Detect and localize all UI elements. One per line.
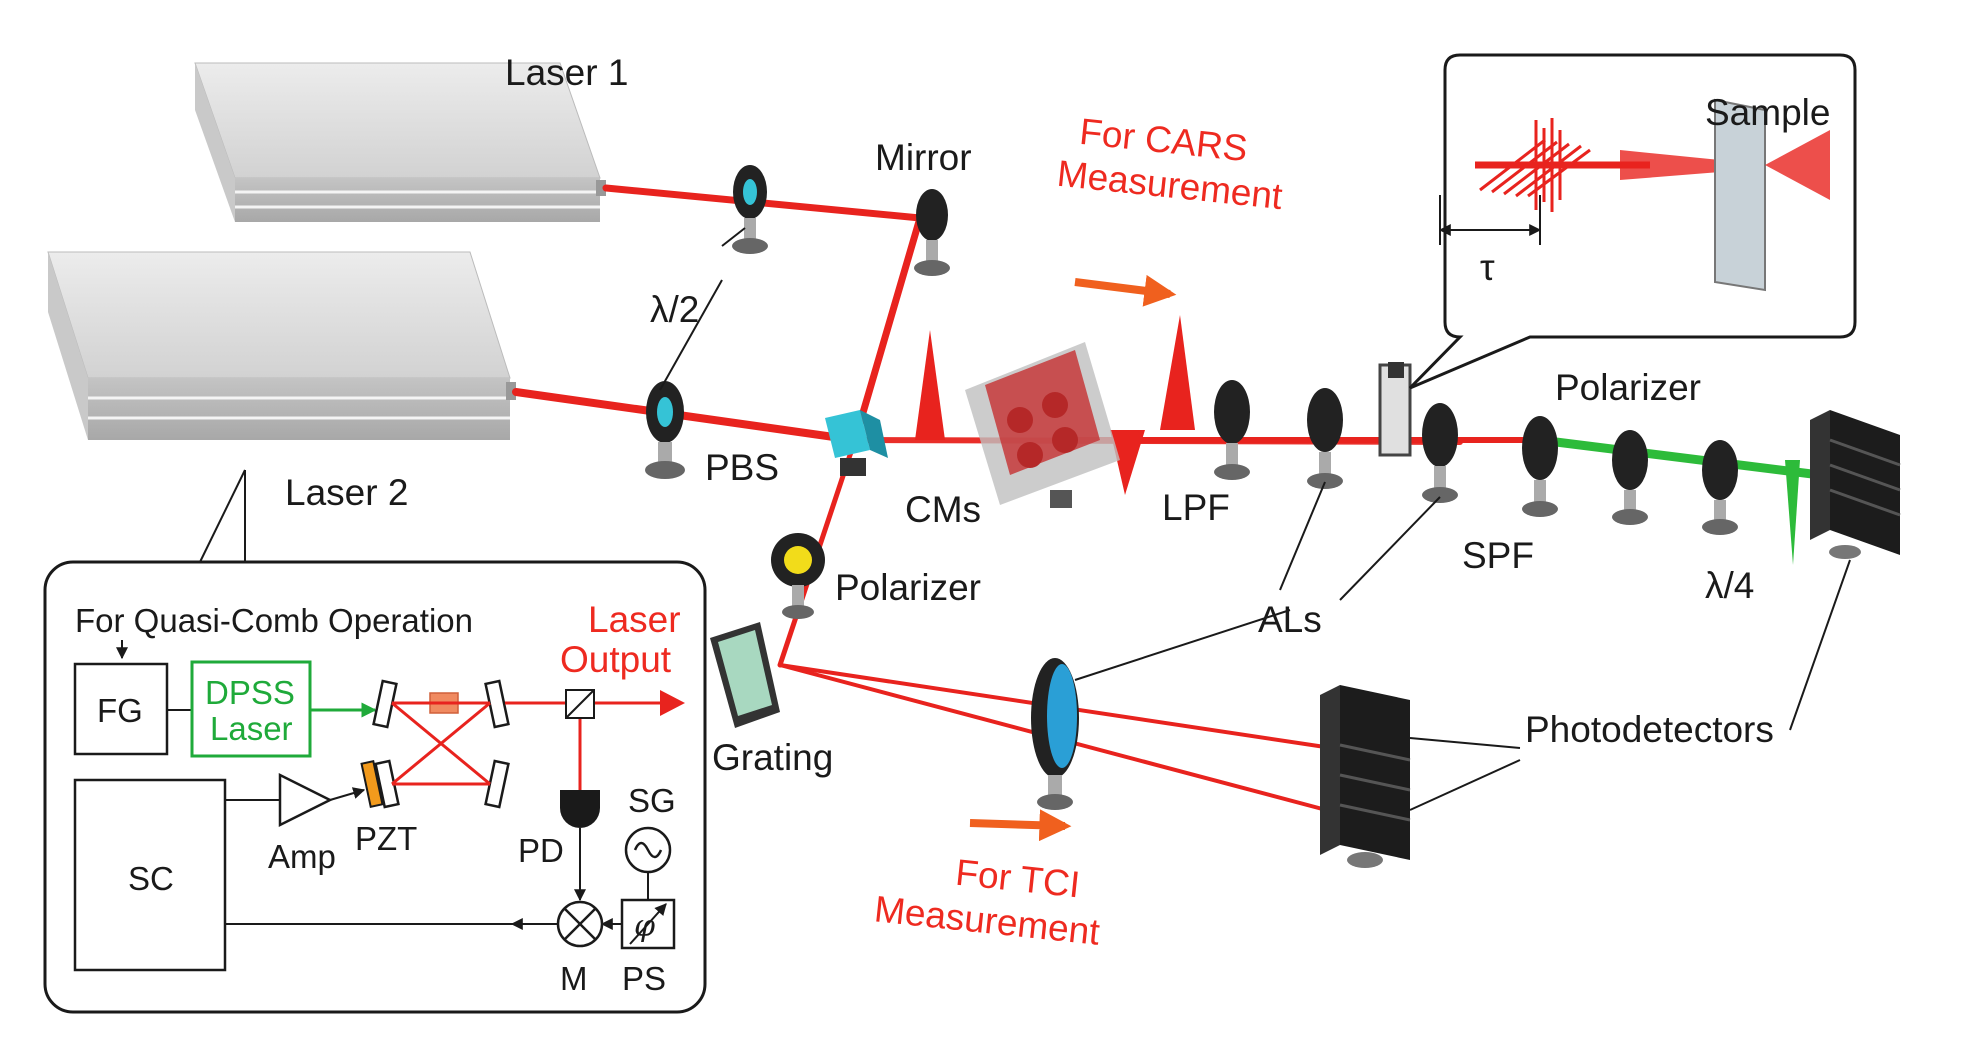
photodetectors-label: Photodetectors: [1525, 709, 1774, 750]
polarizer-mid-label: Polarizer: [835, 567, 981, 608]
pbs-cube: [825, 410, 888, 476]
ps-label: PS: [622, 960, 666, 997]
pzt-label: PZT: [355, 820, 417, 857]
laser-1-label: Laser 1: [505, 52, 628, 93]
output-label-line2: Output: [560, 639, 672, 680]
cars-direction-arrow: [1074, 274, 1177, 307]
spf-label: SPF: [1462, 535, 1534, 576]
sc-label: SC: [128, 860, 174, 897]
mount-polarizer-mid: [771, 533, 825, 619]
sg-label: SG: [628, 782, 676, 819]
polarizer-top-label: Polarizer: [1555, 367, 1701, 408]
quasi-comb-inset: For Quasi-Comb Operation FG DPSS Laser: [43, 560, 707, 1014]
dpss-label-line2: Laser: [210, 710, 293, 747]
mount-half-wave-2: [645, 381, 685, 479]
callout-lines: [199, 227, 1851, 811]
sample-label: Sample: [1705, 92, 1830, 133]
mount-mirror: [914, 189, 950, 276]
pbs-label: PBS: [705, 447, 779, 488]
als-label: ALs: [1258, 599, 1322, 640]
half-wave-label: λ/2: [650, 289, 699, 330]
amp-label: Amp: [268, 838, 336, 875]
pd-detector: [560, 790, 600, 828]
pd-label: PD: [518, 832, 564, 869]
tau-label: τ: [1480, 247, 1495, 288]
pzt-element: [360, 760, 384, 808]
green-signal-beam: [1539, 435, 1861, 485]
green-pulse-marker: [1785, 460, 1800, 565]
pulse-marker-3: [1110, 430, 1145, 495]
tci-label-line1: For TCI: [954, 852, 1082, 906]
laser-2-label: Laser 2: [285, 472, 408, 513]
tci-direction-arrow: [969, 809, 1072, 842]
dpss-label-line1: DPSS: [205, 674, 295, 711]
photodetector-tci: [1320, 685, 1411, 868]
laser-1-housing: [194, 62, 606, 222]
cavity-mirrors: [372, 679, 510, 809]
quarter-wave-label: λ/4: [1705, 565, 1754, 606]
mount-al-large: [1031, 658, 1079, 810]
mount-half-wave-1: [732, 165, 768, 254]
mount-al-1: [1307, 388, 1343, 489]
mount-spf: [1522, 416, 1558, 517]
cms-label: CMs: [905, 489, 981, 530]
m-label: M: [560, 960, 588, 997]
photodetector-cars: [1810, 410, 1901, 559]
sample-holder: [1378, 362, 1412, 457]
sc-box: [73, 778, 227, 972]
mount-polarizer-top: [1612, 430, 1648, 525]
fg-label: FG: [97, 692, 143, 729]
output-label-line1: Laser: [588, 599, 681, 640]
laser-2-housing: [47, 251, 516, 440]
inset-title: For Quasi-Comb Operation: [75, 602, 473, 639]
pulse-marker-1: [915, 330, 945, 440]
output-arrowhead: [660, 690, 685, 716]
lpf-label: LPF: [1162, 487, 1230, 528]
mount-al-2: [1422, 403, 1458, 503]
sample-inset-callout: [1408, 53, 1857, 390]
pulse-marker-2: [1160, 315, 1195, 430]
chirped-mirrors-block: [965, 342, 1120, 508]
grating-element: [710, 622, 780, 728]
mirror-label: Mirror: [875, 137, 972, 178]
grating-label: Grating: [712, 737, 833, 778]
mount-quarter-wave: [1702, 440, 1738, 535]
mount-lpf: [1214, 380, 1250, 480]
cars-label-line2: Measurement: [1055, 153, 1285, 217]
amp-triangle: [278, 772, 333, 828]
